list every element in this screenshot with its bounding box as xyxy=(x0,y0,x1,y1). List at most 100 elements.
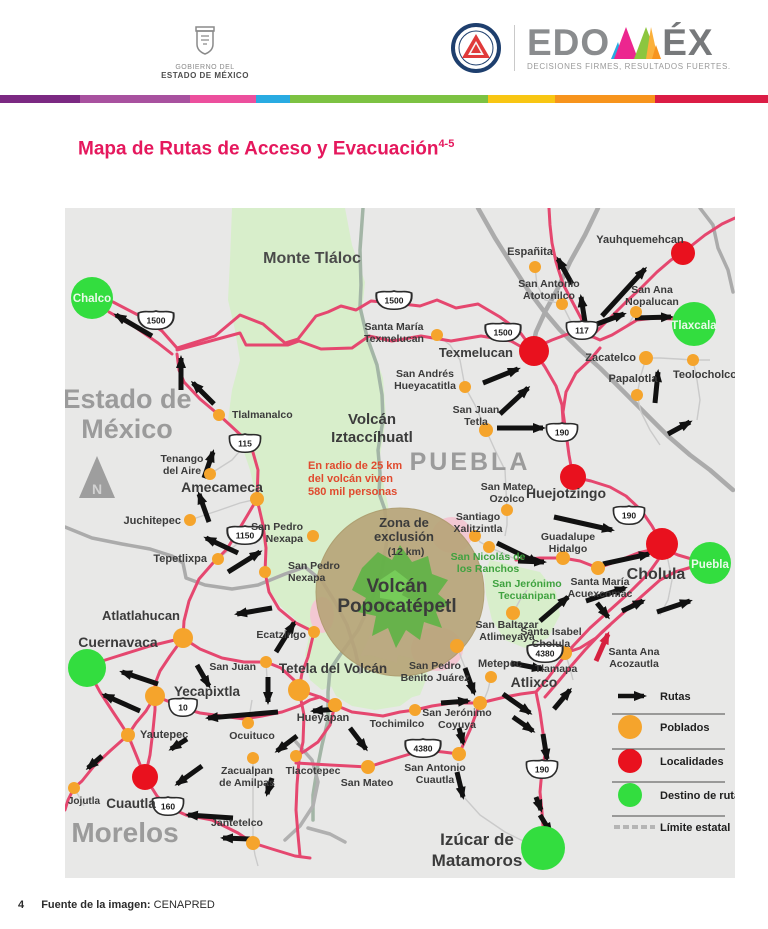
poblado-dot xyxy=(361,760,375,774)
map-label: Puebla xyxy=(691,559,729,571)
footnote-number: 4 xyxy=(18,899,25,911)
legend-dot-icon xyxy=(618,749,642,773)
map-label: Acuexcomac xyxy=(568,588,633,600)
route-arrow xyxy=(656,598,693,615)
route-arrow xyxy=(511,714,536,734)
legend-label: Destino de rutas xyxy=(660,790,735,802)
poblado-dot xyxy=(501,504,513,516)
stripe-segment xyxy=(488,95,556,103)
gov-line2: ESTADO DE MÉXICO xyxy=(161,71,249,80)
map-label: Estado de xyxy=(65,384,192,414)
route-arrow xyxy=(274,734,299,753)
brand-mountains-icon xyxy=(611,27,662,59)
map-label: Guadalupe xyxy=(541,531,595,543)
poblado-dot xyxy=(431,329,443,341)
map-label: Tetela del Volcán xyxy=(279,661,387,676)
route-arrow xyxy=(634,312,674,323)
route-arrow xyxy=(462,667,477,696)
poblado-dot xyxy=(450,639,464,653)
localidad-dot xyxy=(671,241,695,265)
route-arrow xyxy=(119,669,159,687)
minor-road xyxy=(692,359,701,421)
route-arrow-red xyxy=(593,631,611,663)
shield-number: 160 xyxy=(161,802,175,812)
map-label: Tecuanipan xyxy=(498,590,556,602)
shield-number: 190 xyxy=(622,511,636,521)
poblado-dot xyxy=(687,354,699,366)
map-label: Acozautla xyxy=(609,658,659,670)
route-arrow xyxy=(440,696,471,707)
map-label: del Aire xyxy=(163,465,201,477)
map-label: Santa Isabel xyxy=(520,626,581,638)
map-label: Xalitzintla xyxy=(453,523,502,535)
color-stripe xyxy=(0,95,768,103)
map-label: Ozolco xyxy=(489,493,524,505)
route-arrow xyxy=(273,620,297,654)
map-label: Zacatelco xyxy=(585,352,636,364)
footer-source: 4 Fuente de la imagen: CENAPRED xyxy=(18,899,215,911)
poblado-dot xyxy=(212,553,224,565)
map-label: Zacualpan xyxy=(221,765,273,777)
route-arrow xyxy=(454,771,466,800)
stripe-segment xyxy=(189,95,257,103)
map-label: Yautepec xyxy=(140,729,188,741)
stripe-segment xyxy=(655,95,768,103)
map-label: San Antonio xyxy=(518,278,579,290)
map-label: San Pedro xyxy=(288,560,340,572)
shield-number: 115 xyxy=(238,439,252,449)
poblado-dot xyxy=(409,704,421,716)
highway-shield: 115 xyxy=(228,433,262,454)
map-label: Izúcar de xyxy=(440,830,514,849)
coat-of-arms-icon xyxy=(195,26,215,55)
highway-shield: 1500 xyxy=(484,322,522,343)
map-label: los Ranchos xyxy=(457,563,520,575)
poblado-dot xyxy=(639,351,653,365)
state-border-line xyxy=(698,206,735,294)
highway-shield: 190 xyxy=(545,422,579,443)
shield-number: 4380 xyxy=(536,649,555,659)
shield-shape xyxy=(526,643,564,664)
route-arrow xyxy=(577,294,588,323)
poblado-dot xyxy=(250,492,264,506)
shield-number: 1150 xyxy=(236,531,255,541)
highway-shield: 4380 xyxy=(526,643,564,664)
shield-shape xyxy=(545,422,579,443)
map-label: exclusión xyxy=(374,529,434,544)
map-label: San Jerónimo xyxy=(422,707,491,719)
map-label: Popocatépetl xyxy=(337,596,456,617)
minor-road xyxy=(485,429,508,511)
poblado-dot xyxy=(485,671,497,683)
map-label: Españita xyxy=(507,246,554,258)
localidad-dot xyxy=(560,464,586,490)
map-label: Chalco xyxy=(73,293,111,305)
north-arrow-icon xyxy=(79,456,115,498)
route-arrow xyxy=(652,369,663,404)
map-label: Texmelucan xyxy=(439,345,513,360)
route-arrow xyxy=(264,777,275,797)
poblado-dot xyxy=(631,389,643,401)
map-label: San Pedro xyxy=(251,521,303,533)
poblado-dot xyxy=(459,381,471,393)
evacuation-route xyxy=(175,331,536,356)
poblado-dot xyxy=(307,530,319,542)
legend-dot-icon xyxy=(618,783,642,807)
map-label: Tlacotepec xyxy=(286,765,341,777)
route-arrow xyxy=(194,663,212,689)
map-label: Ecatzingo xyxy=(256,629,306,641)
map-label: San Mateo xyxy=(341,777,394,789)
poblado-dot xyxy=(260,656,272,668)
shield-number: 190 xyxy=(555,428,569,438)
map-label: Tenango xyxy=(161,453,204,465)
map-label: de Amilpas xyxy=(219,777,275,789)
stripe-segment xyxy=(256,95,291,103)
legend-label: Poblados xyxy=(660,722,710,734)
map-label: Hueyapan xyxy=(297,712,350,724)
poblado-dot xyxy=(121,728,135,742)
route-arrow xyxy=(85,754,104,770)
route-arrow xyxy=(495,540,541,566)
map-label: Zona de xyxy=(379,515,429,530)
route-arrow xyxy=(510,660,545,673)
highway-shield: 1500 xyxy=(375,290,413,311)
